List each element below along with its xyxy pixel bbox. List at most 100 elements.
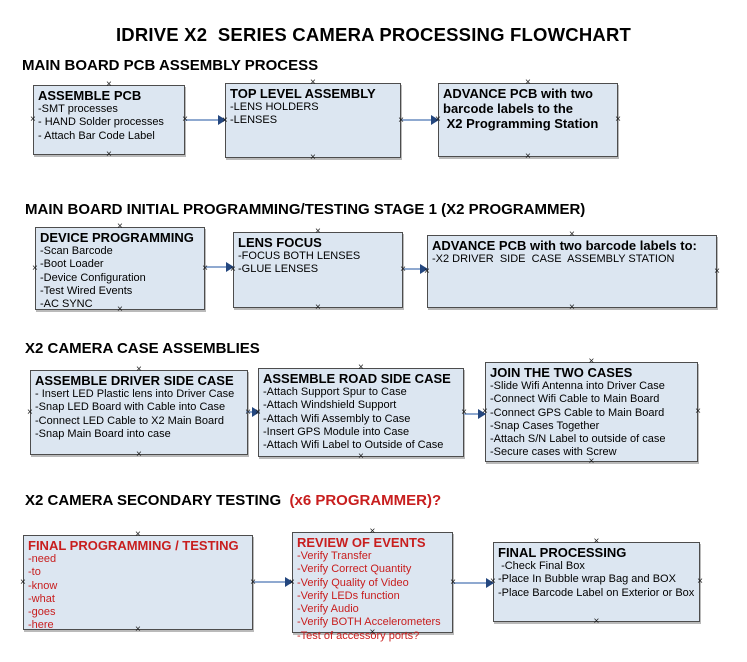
heading-red-part: (x6 PROGRAMMER)? [289,492,442,509]
box-assemble-pcb: ASSEMBLE PCB -SMT processes - HAND Solde… [30,80,188,160]
arrow-head-icon [252,407,260,417]
box-item: -SMT processes [38,103,118,115]
flow-arrow-5 [246,407,260,417]
box-item: -know [28,579,58,592]
box-item: -to [28,566,41,579]
connector-handle-hl: × [482,406,488,417]
box-item: -Place Barcode Label on Exterior or Box [498,586,695,599]
arrow-head-icon [285,577,293,587]
box-item: -here [28,619,54,632]
box-final-processing: FINAL PROCESSING -Check Final Box -Place… [490,537,703,627]
box-item: -Test of accessory ports? [297,629,420,642]
connector-handle-hb: × [136,449,142,460]
connector-handle-ht: × [525,77,531,88]
flow-arrow-4 [403,264,428,274]
connector-handle-hr: × [398,114,404,126]
connector-handle-hl: × [30,114,36,125]
connector-handle-hr: × [615,114,621,125]
box-item: - Attach Bar Code Label [38,129,155,142]
connector-handle-hr: × [182,114,188,125]
connector-handle-hl: × [289,576,295,588]
connector-handle-hl: × [255,406,261,418]
section-heading-initial-programming-testing: MAIN BOARD INITIAL PROGRAMMING/TESTING S… [25,201,586,218]
box-lens-focus: LENS FOCUS -FOCUS BOTH LENSES -GLUE LENS… [230,227,406,313]
box-item: -Attach Wifi Label to Outside of Case [263,439,444,452]
box-item: -Attach Windshield Support [263,399,397,412]
box-item: -Verify Quality of Video [297,576,409,589]
box-assemble-road-side-case: ASSEMBLE ROAD SIDE CASE -Attach Support … [255,363,467,462]
box-title: JOIN THE TWO CASES [490,365,633,380]
connector-handle-hr: × [400,264,406,275]
arrow-head-icon [486,578,494,588]
connector-handle-hr: × [250,576,256,588]
box-advance-pcb-to-driver-side-station: ADVANCE PCB with two barcode labels to: … [424,230,720,313]
connector-handle-ht: × [369,526,376,537]
connector-handle-hr: × [697,576,703,587]
box-item: -Check Final Box [498,560,585,572]
connector-handle-hb: × [358,451,364,462]
box-item: -Boot Loader [40,258,104,271]
box-item: -Attach S/N Label to outside of case [490,433,666,446]
connector-handle-hb: × [593,616,600,627]
connector-handle-ht: × [315,226,321,237]
section-heading-camera-case-assemblies: X2 CAMERA CASE ASSEMBLIES [25,340,260,357]
box-join-the-two-cases: JOIN THE TWO CASES -Slide Wifi Antenna i… [482,357,701,467]
box-item: -LENS HOLDERS [230,101,319,113]
connector-handle-hb: × [106,149,112,160]
box-title: ADVANCE PCB with two barcode labels to: [432,238,697,253]
arrow-head-icon [226,262,234,272]
connector-handle-ht: × [358,362,364,373]
box-title: ASSEMBLE DRIVER SIDE CASE [35,373,234,388]
connector-handle-hb: × [135,624,141,635]
arrow-head-icon [420,264,428,274]
box-item: -Snap Main Board into case [35,427,171,440]
box-item: -GLUE LENSES [238,263,319,276]
section-heading-secondary-testing: X2 CAMERA SECONDARY TESTING (x6 PROGRAMM… [25,492,441,509]
connector-handle-hl: × [222,114,228,126]
connector-handle-hr: × [450,576,456,588]
box-item: -FOCUS BOTH LENSES [238,250,361,262]
connector-handle-hl: × [435,114,441,125]
box-item: - HAND Solder processes [38,116,164,129]
box-item: -need [28,553,57,565]
box-title: FINAL PROGRAMMING / TESTING [28,538,239,553]
box-item: -AC SYNC [40,298,93,311]
flow-arrow-8 [453,578,494,588]
box-title: REVIEW OF EVENTS [297,535,426,550]
box-title: TOP LEVEL ASSEMBLY [230,86,376,101]
connector-handle-hb: × [588,456,595,467]
box-item: -X2 DRIVER SIDE CASE ASSEMBLY STATION [432,253,675,265]
box-item: -Device Configuration [40,271,146,284]
box-item: -Secure cases with Screw [490,446,617,459]
box-item: -Scan Barcode [40,245,113,257]
box-item: -Verify Transfer [297,550,372,562]
box-title: ASSEMBLE ROAD SIDE CASE [263,371,451,386]
box-item: -LENSES [230,114,278,127]
connector-handle-hb: × [310,152,316,163]
box-item: -Attach Wifi Assembly to Case [263,412,411,425]
box-device-programming: DEVICE PROGRAMMING -Scan Barcode -Boot L… [32,222,208,315]
box-title: DEVICE PROGRAMMING [40,230,194,245]
connector-handle-hr: × [461,406,467,418]
arrow-head-icon [478,409,486,419]
page-title: IDRIVE X2 SERIES CAMERA PROCESSING FLOWC… [115,24,632,45]
flow-arrow-3 [205,262,234,272]
box-final-programming-testing: FINAL PROGRAMMING / TESTING -need -to -k… [20,530,256,635]
box-item: -Verify Correct Quantity [297,563,412,576]
connector-handle-hl: × [20,576,26,588]
arrow-head-icon [218,115,226,125]
box-title: ASSEMBLE PCB [38,88,142,103]
connector-handle-hl: × [424,265,430,277]
box-item: -what [28,592,55,605]
connector-handle-hb: × [525,151,531,162]
arrow-head-icon [431,115,439,125]
box-item: -Snap LED Board with Cable into Case [35,401,226,414]
box-title: LENS FOCUS [238,235,322,250]
connector-handle-hl: × [230,264,236,275]
section-heading-main-board-pcb-assembly: MAIN BOARD PCB ASSEMBLY PROCESS [22,57,319,74]
connector-handle-ht: × [310,77,316,88]
box-title: ADVANCE PCB with two barcode labels to t… [443,86,599,131]
connector-handle-hl: × [27,406,33,418]
box-item: -Connect Wifi Cable to Main Board [490,393,660,406]
box-advance-pcb-to-programming-station: ADVANCE PCB with two barcode labels to t… [435,78,621,162]
